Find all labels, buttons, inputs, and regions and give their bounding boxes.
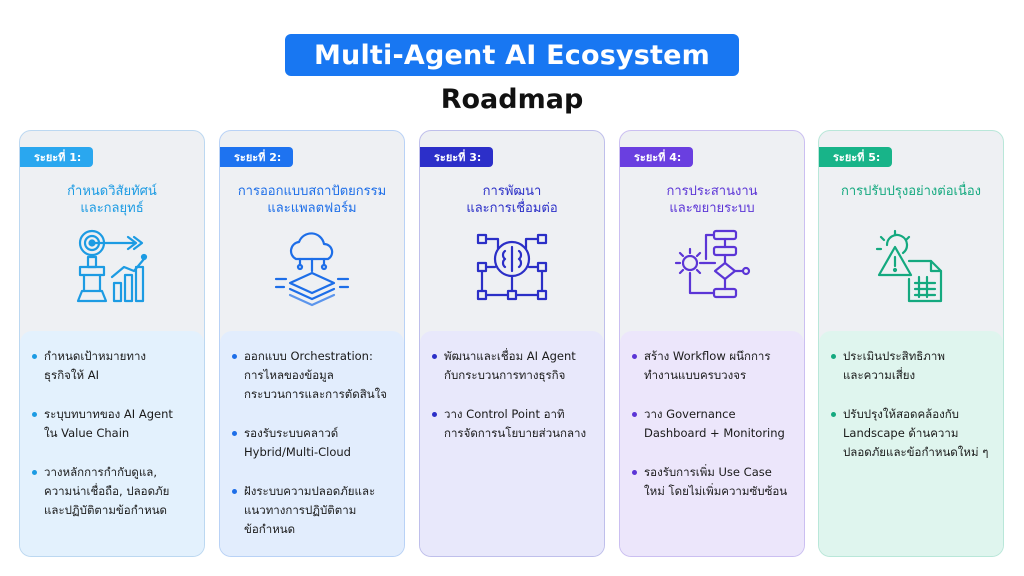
- workflow-gear-icon: [674, 229, 751, 299]
- page-subtitle: Roadmap: [440, 84, 584, 115]
- list-item: วาง Control Point อาทิ การจัดการนโยบายส่…: [430, 405, 594, 443]
- list-item: ออกแบบ Orchestration: การไหลของข้อมูล กร…: [230, 347, 394, 404]
- list-item: ระบุบทบาทของ AI Agent ใน Value Chain: [30, 405, 194, 443]
- phase-card-5: ระยะที่ 5: การปรับปรุงอย่างต่อเนื่อง ประ…: [818, 130, 1004, 557]
- phase-body: กำหนดเป้าหมายทาง ธุรกิจให้ AI ระบุบทบาทข…: [20, 331, 204, 556]
- phase-badge: ระยะที่ 4:: [620, 147, 694, 167]
- phase-title: การพัฒนา และการเชื่อมต่อ: [466, 184, 558, 216]
- list-item: สร้าง Workflow ผนึกการ ทำงานแบบครบวงจร: [630, 347, 794, 385]
- phase-badge: ระยะที่ 5:: [819, 147, 893, 167]
- list-item: รองรับการเพิ่ม Use Case ใหม่ โดยไม่เพิ่ม…: [630, 463, 794, 501]
- phase-body: สร้าง Workflow ผนึกการ ทำงานแบบครบวงจร ว…: [620, 331, 804, 556]
- phase-title: การปรับปรุงอย่างต่อเนื่อง: [840, 184, 982, 199]
- phase-card-2: ระยะที่ 2: การออกแบบสถาปัตยกรรม และแพลตฟ…: [219, 130, 405, 557]
- phase-title: การประสานงาน และขยายระบบ: [666, 184, 758, 216]
- phase-card-3: ระยะที่ 3: การพัฒนา และการเชื่อมต่อ พัฒน…: [419, 130, 605, 557]
- list-item: ฝังระบบความปลอดภัยและ แนวทางการปฏิบัติตา…: [230, 482, 394, 539]
- phase-badge: ระยะที่ 2:: [220, 147, 294, 167]
- phase-title: การออกแบบสถาปัตยกรรม และแพลตฟอร์ม: [237, 184, 387, 216]
- list-item: กำหนดเป้าหมายทาง ธุรกิจให้ AI: [30, 347, 194, 385]
- page-title: Multi-Agent AI Ecosystem: [285, 34, 739, 76]
- target-strategy-icon: [76, 229, 148, 303]
- phase-body: พัฒนาและเชื่อม AI Agent กับกระบวนการทางธ…: [420, 331, 604, 556]
- phase-card-1: ระยะที่ 1: กำหนดวิสัยทัศน์ และกลยุทธ์ กำ…: [19, 130, 205, 557]
- phase-card-4: ระยะที่ 4: การประสานงาน และขยายระบบ สร้า…: [619, 130, 805, 557]
- phase-badge: ระยะที่ 3:: [420, 147, 494, 167]
- list-item: พัฒนาและเชื่อม AI Agent กับกระบวนการทางธ…: [430, 347, 594, 385]
- alert-report-icon: [875, 229, 943, 303]
- phase-title: กำหนดวิสัยทัศน์ และกลยุทธ์: [67, 184, 157, 216]
- list-item: รองรับระบบคลาวด์ Hybrid/Multi-Cloud: [230, 424, 394, 462]
- list-item: วางหลักการกำกับดูแล, ความน่าเชื่อถือ, ปล…: [30, 463, 194, 520]
- list-item: ปรับปรุงให้สอดคล้องกับ Landscape ด้านควา…: [829, 405, 993, 462]
- list-item: วาง Governance Dashboard + Monitoring: [630, 405, 794, 443]
- cloud-layers-icon: [274, 232, 350, 307]
- phase-body: ประเมินประสิทธิภาพ และความเสี่ยง ปรับปรุ…: [819, 331, 1003, 556]
- list-item: ประเมินประสิทธิภาพ และความเสี่ยง: [829, 347, 993, 385]
- brain-network-icon: [476, 233, 548, 301]
- phase-body: ออกแบบ Orchestration: การไหลของข้อมูล กร…: [220, 331, 404, 556]
- phase-badge: ระยะที่ 1:: [20, 147, 94, 167]
